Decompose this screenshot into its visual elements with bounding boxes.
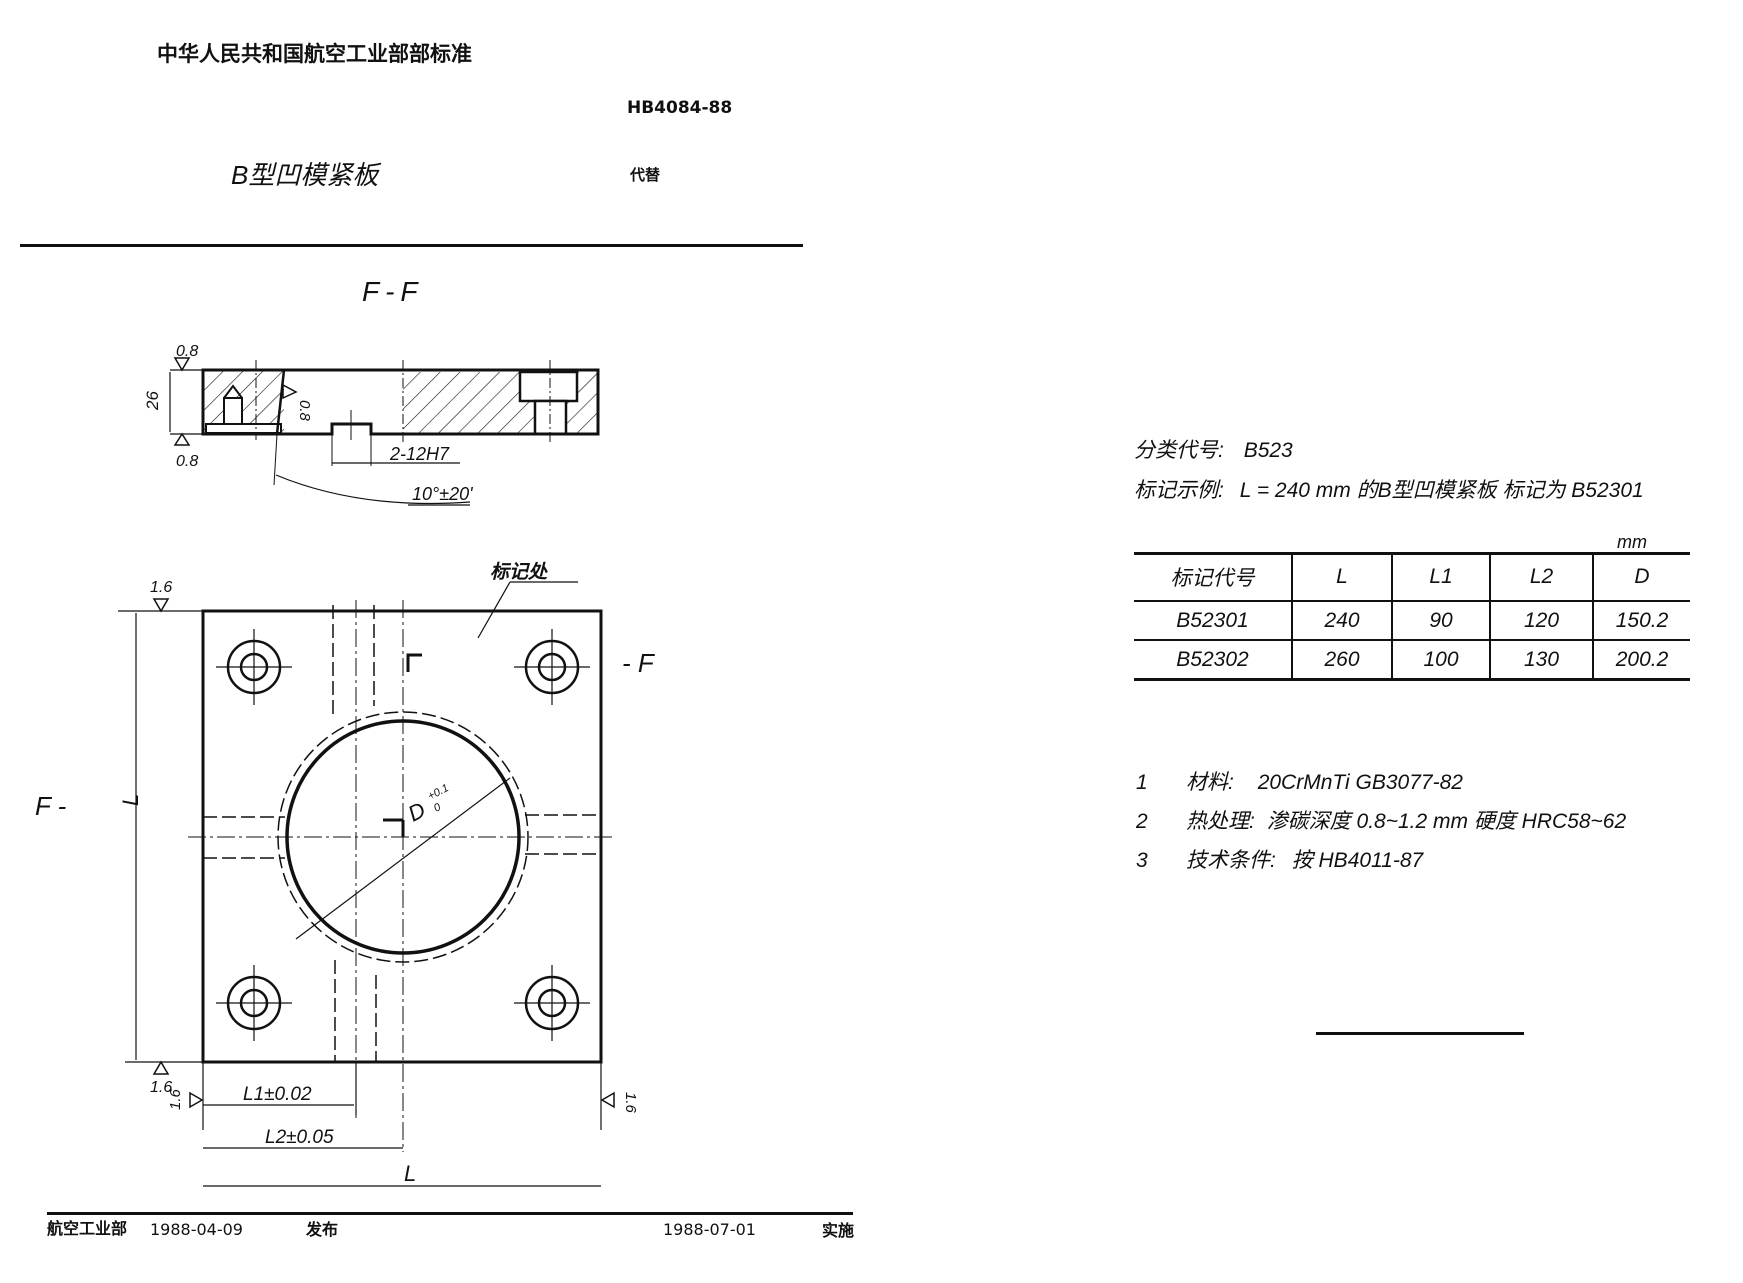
note-2: 2 热处理: 渗碳深度 0.8~1.2 mm 硬度 HRC58~62 — [1136, 811, 1626, 832]
table-unit: mm — [1617, 532, 1647, 552]
roughness-top-label: 0.8 — [176, 343, 198, 360]
header-marking-code: 标记代号 — [1134, 553, 1292, 602]
cell-l: 260 — [1291, 640, 1392, 681]
roughness-right-label: 1.6 — [622, 1092, 639, 1114]
thickness-dimension: 26 — [143, 391, 162, 411]
note-label: 热处理: — [1186, 810, 1255, 833]
header-d: D — [1592, 553, 1690, 602]
note-1: 1 材料: 20CrMnTi GB3077-82 — [1136, 772, 1463, 793]
bore-diameter-line — [295, 777, 511, 940]
roughness-symbols — [152, 598, 615, 1109]
roughness-top-label: 1.6 — [150, 579, 172, 596]
bore-tolerance-upper: +0.1 — [426, 782, 451, 803]
height-dimension: L — [118, 794, 143, 806]
section-mark-right: - F — [622, 648, 656, 678]
org-title: 中华人民共和国航空工业部部标准 — [157, 42, 472, 66]
note-number: 3 — [1136, 849, 1148, 872]
header-l2: L2 — [1489, 553, 1593, 602]
cell-code: B52301 — [1134, 601, 1292, 641]
bore-dimension: D — [404, 797, 430, 827]
classification-label: 分类代号: — [1134, 439, 1224, 462]
note-label: 材料: — [1186, 771, 1234, 794]
angle-dimension: 10°±20' — [412, 484, 473, 504]
roughness-bottom-label: 1.6 — [150, 1079, 172, 1096]
end-rule — [1316, 1032, 1524, 1035]
marking-location-label: 标记处 — [490, 561, 548, 583]
roughness-side-label: 0.8 — [296, 400, 313, 422]
note-3: 3 技术条件: 按 HB4011-87 — [1136, 850, 1423, 871]
header-l: L — [1291, 553, 1392, 602]
roughness-left-label: 1.6 — [167, 1088, 184, 1110]
dimension-lines — [118, 581, 602, 1187]
marking-example-label: 标记示例: — [1134, 479, 1224, 502]
cell-d: 150.2 — [1592, 601, 1690, 641]
note-number: 1 — [1136, 771, 1148, 794]
marking-example: 标记示例: L = 240 mm 的B型凹模紧板 标记为 B52301 — [1134, 480, 1644, 501]
table-row: B52302 260 100 130 200.2 — [1134, 640, 1690, 681]
cell-l: 240 — [1291, 601, 1392, 641]
marking-example-text: L = 240 mm 的B型凹模紧板 标记为 B52301 — [1239, 479, 1644, 502]
spec-table: 标记代号 L L1 L2 D B52301 240 90 120 150.2 B… — [1134, 553, 1690, 681]
footer-divider — [47, 1212, 853, 1215]
cell-l2: 130 — [1489, 640, 1593, 681]
header-l1: L1 — [1391, 553, 1490, 602]
plan-view — [118, 581, 615, 1187]
note-number: 2 — [1136, 810, 1148, 833]
note-text: 渗碳深度 0.8~1.2 mm 硬度 HRC58~62 — [1266, 810, 1627, 833]
note-text: 按 HB4011-87 — [1291, 849, 1424, 872]
document-title: B型凹模紧板 — [231, 160, 379, 190]
l-dimension: L — [404, 1161, 416, 1186]
bore-tolerance-lower: 0 — [432, 801, 444, 815]
section-view — [169, 357, 600, 506]
l1-dimension: L1±0.02 — [243, 1084, 312, 1105]
table-header-row: 标记代号 L L1 L2 D — [1134, 553, 1690, 602]
footer-issuer: 航空工业部 — [47, 1219, 128, 1238]
footer-effective-date: 1988-07-01 — [663, 1220, 756, 1239]
cell-d: 200.2 — [1592, 640, 1690, 681]
section-mark-left: F - — [35, 791, 67, 821]
section-title: F-F — [362, 276, 424, 307]
l2-dimension: L2±0.05 — [265, 1127, 334, 1148]
cell-code: B52302 — [1134, 640, 1292, 681]
standard-number: HB4084-88 — [627, 98, 733, 118]
cell-l1: 90 — [1391, 601, 1490, 641]
cell-l1: 100 — [1391, 640, 1490, 681]
hole-spec-dimension: 2-12H7 — [389, 444, 450, 464]
roughness-bottom-label: 0.8 — [176, 453, 198, 470]
cell-l2: 120 — [1489, 601, 1593, 641]
header-divider — [20, 244, 803, 247]
table-row: B52301 240 90 120 150.2 — [1134, 601, 1690, 641]
classification-value: B523 — [1243, 439, 1293, 462]
footer-issue-date: 1988-04-09 — [150, 1220, 243, 1239]
note-text: 20CrMnTi GB3077-82 — [1257, 771, 1463, 794]
footer-effective-label: 实施 — [822, 1221, 855, 1240]
note-label: 技术条件: — [1186, 849, 1276, 872]
classification: 分类代号: B523 — [1134, 440, 1293, 461]
replaces-label: 代替 — [630, 166, 661, 184]
counterbore — [518, 370, 579, 403]
footer-issue-label: 发布 — [306, 1220, 339, 1239]
